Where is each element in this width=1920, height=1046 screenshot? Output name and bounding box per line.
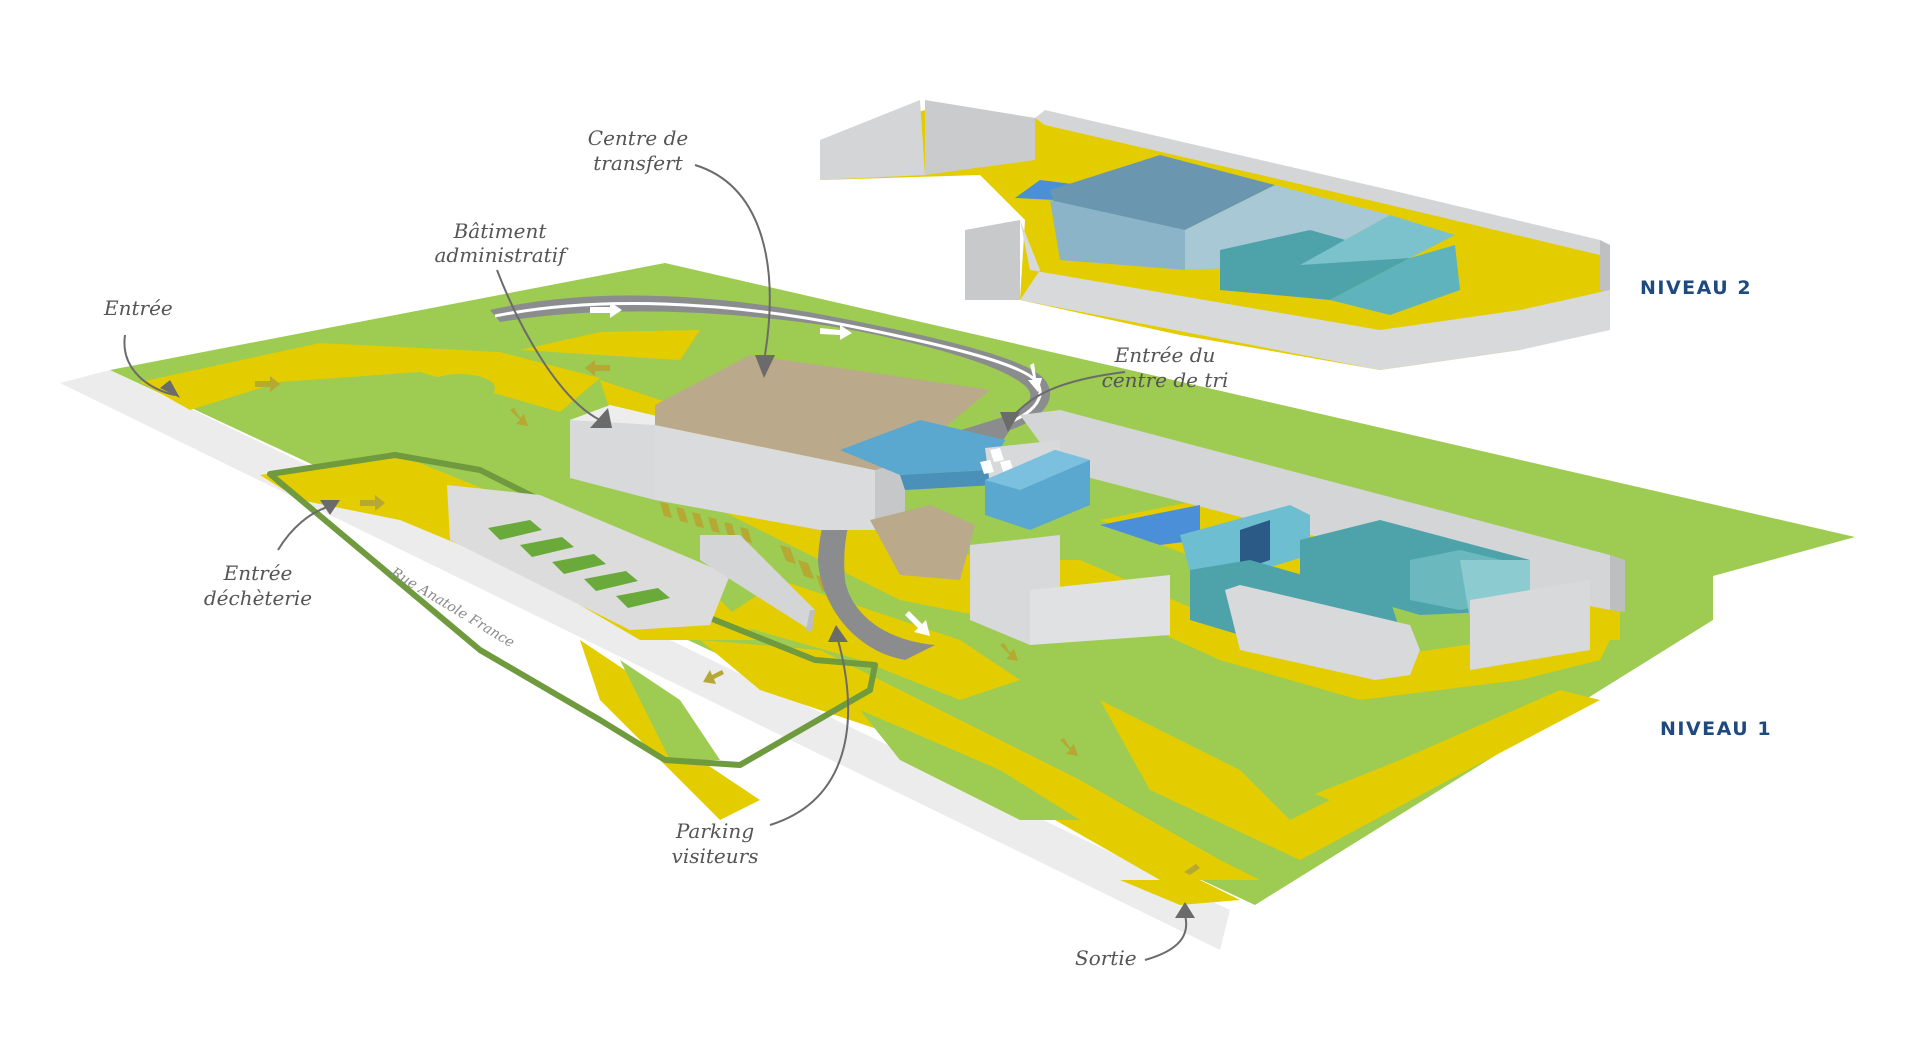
level-2-building <box>820 100 1610 370</box>
callouts <box>123 164 1195 961</box>
flow-arrows <box>255 360 1200 875</box>
decheterie-outline <box>267 452 878 768</box>
label-entree-tri-1: Entrée du <box>1114 343 1216 367</box>
label-parking-1: Parking <box>675 819 754 843</box>
label-centre-transfert-2: transfert <box>593 151 683 175</box>
label-entree-decheterie-1: Entrée <box>223 561 293 585</box>
level-1-site <box>60 263 1855 950</box>
label-batiment-2: administratif <box>435 243 570 267</box>
decheterie-bins <box>488 520 670 608</box>
blue-block <box>985 450 1090 530</box>
blue-channel <box>1100 505 1200 545</box>
label-entree: Entrée <box>103 296 173 320</box>
label-parking-2: visiteurs <box>672 844 759 868</box>
lawn-islands <box>425 374 1330 820</box>
foreground-walls <box>1225 580 1590 680</box>
sidewalk <box>60 370 1230 950</box>
level-2-label: NIVEAU 2 <box>1640 277 1752 299</box>
ramp-side <box>806 610 815 632</box>
level2-channel <box>1015 180 1080 200</box>
label-entree-tri-2: centre de tri <box>1102 368 1229 392</box>
label-centre-transfert-1: Centre de <box>588 126 688 150</box>
pit-wall <box>970 535 1170 645</box>
tan-pad <box>870 505 975 580</box>
label-sortie: Sortie <box>1075 946 1137 970</box>
sorting-dock-stripes <box>980 448 1014 474</box>
road-edge <box>494 302 1042 426</box>
ramp-grey <box>700 535 815 630</box>
level-1-label: NIVEAU 1 <box>1660 718 1772 740</box>
label-entree-decheterie-2: déchèterie <box>204 586 312 610</box>
label-batiment-1: Bâtiment <box>453 219 548 243</box>
